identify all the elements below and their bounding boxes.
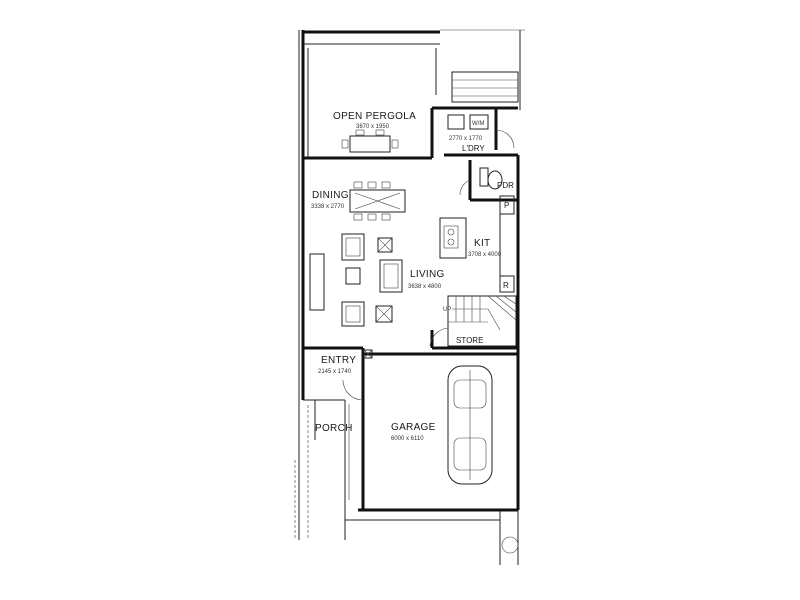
fridge-marker: R xyxy=(503,281,509,290)
entry-dims: 2145 x 1740 xyxy=(318,369,352,375)
exterior-walls xyxy=(298,29,525,540)
dining-name: DINING xyxy=(312,190,349,201)
pergola-dims: 3870 x 1950 xyxy=(356,124,390,130)
living-name: LIVING xyxy=(410,269,445,280)
pergola-name: OPEN PERGOLA xyxy=(333,111,416,122)
laundry-dims: 2770 x 1770 xyxy=(449,136,483,142)
washer-label: W/M xyxy=(472,121,484,127)
kitchen-bench-wall xyxy=(499,195,515,293)
entry-name: ENTRY xyxy=(321,355,356,366)
dining-dims: 3338 x 2770 xyxy=(311,204,345,210)
powder-room xyxy=(459,160,518,202)
outdoor-steps xyxy=(451,71,519,103)
garage-dims: 6000 x 6110 xyxy=(391,436,424,442)
kitchen-name: KIT xyxy=(474,238,490,249)
pantry-marker: P xyxy=(504,201,509,210)
dining-table xyxy=(349,181,406,221)
pergola-area xyxy=(303,48,437,160)
room-labels: OPEN PERGOLA 3870 x 1950 2770 x 1770 L'D… xyxy=(311,111,514,442)
stair-up-label: UP xyxy=(443,307,451,313)
kitchen-island xyxy=(439,217,467,259)
laundry-name: L'DRY xyxy=(462,144,485,153)
porch-name: PORCH xyxy=(315,423,353,434)
living-dims: 3638 x 4800 xyxy=(408,284,442,290)
laundry-walls xyxy=(430,106,518,158)
entry-garage-walls xyxy=(294,346,518,540)
living-furniture xyxy=(309,233,403,327)
kitchen-dims: 3708 x 4000 xyxy=(468,252,502,258)
powder-name: PDR xyxy=(497,181,514,190)
store-walls xyxy=(429,327,518,350)
car-icon xyxy=(447,365,493,485)
store-name: STORE xyxy=(456,336,483,345)
garage-name: GARAGE xyxy=(391,422,436,433)
landscape-strip xyxy=(499,510,519,565)
staircase xyxy=(447,295,517,347)
